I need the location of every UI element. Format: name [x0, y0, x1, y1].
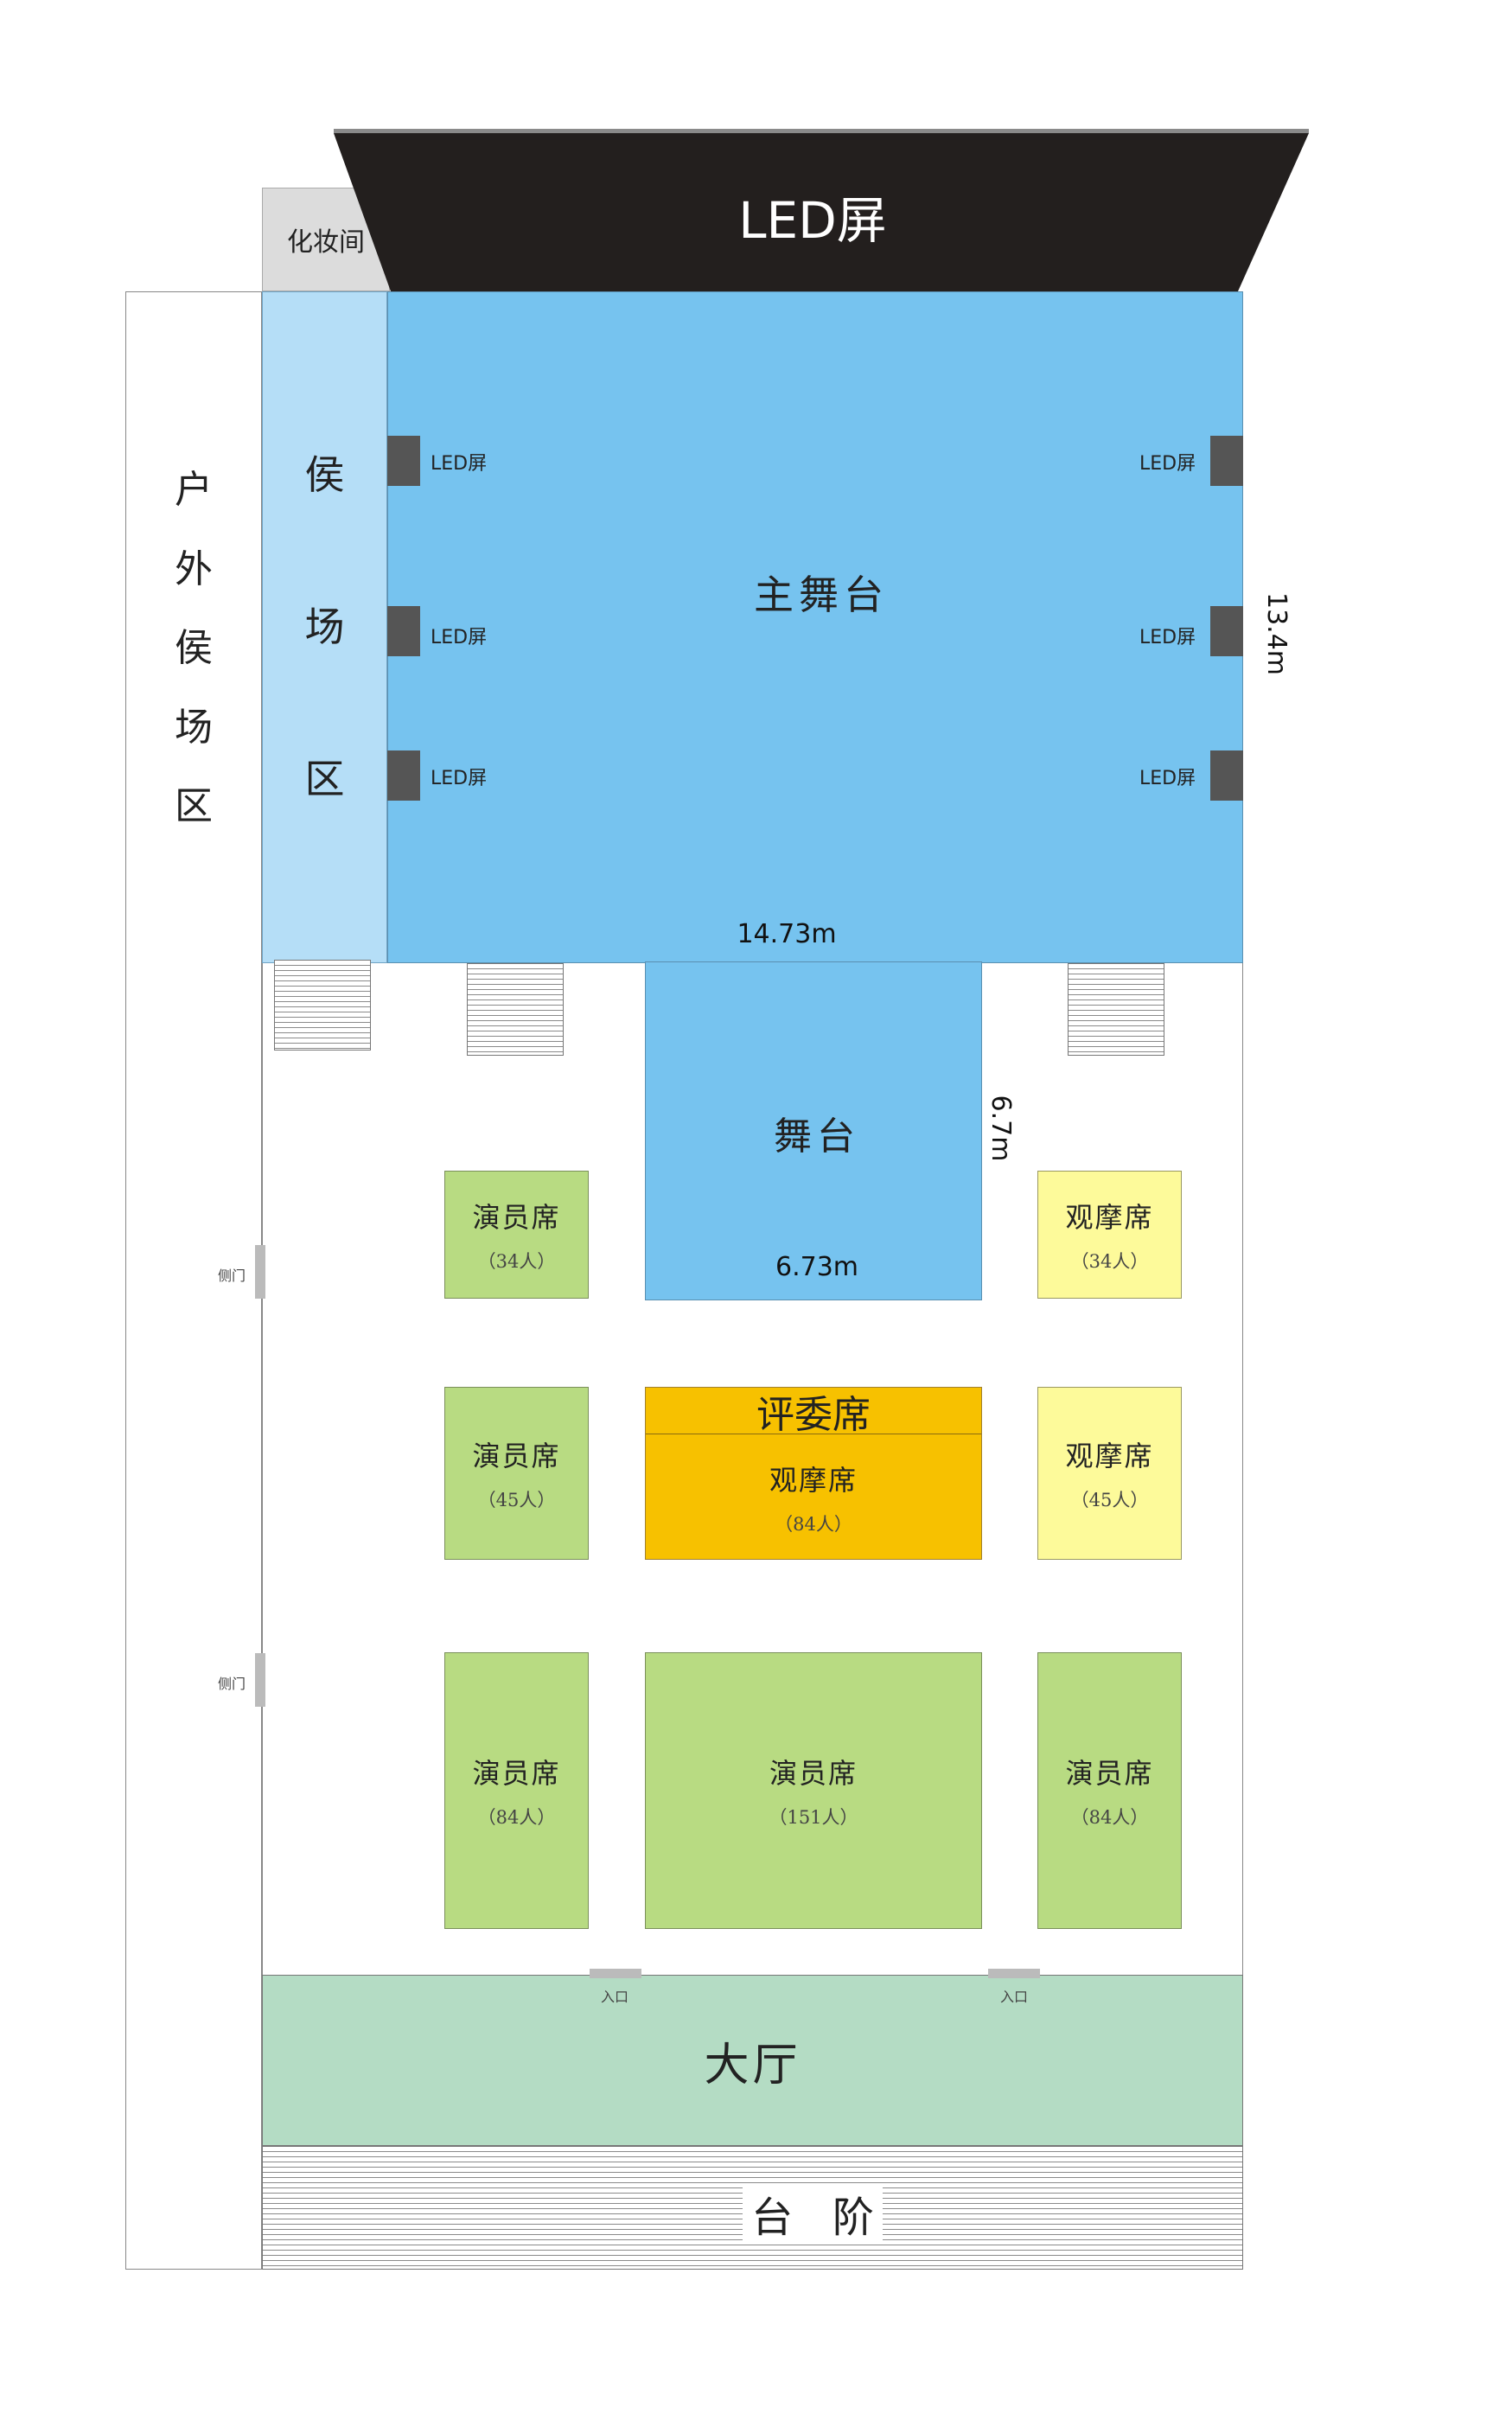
led-label-right-1: LED屏: [1139, 453, 1196, 475]
judges-title: 评委席: [646, 1388, 981, 1437]
stage: [645, 961, 982, 1300]
led-label-left-2: LED屏: [431, 627, 488, 648]
dressing-room-label: 化妆间: [287, 227, 365, 258]
stairs-left-2: [467, 963, 564, 1056]
led-label-right-2: LED屏: [1139, 627, 1196, 648]
entrance-1-label: 入口: [601, 1989, 629, 2005]
actor-seats-row3-right: 演员席 （84人）: [1037, 1652, 1182, 1929]
entrance-2-label: 入口: [1000, 1989, 1029, 2005]
led-label-left-1: LED屏: [431, 453, 488, 475]
main-stage-label: 主舞台: [754, 572, 889, 618]
waiting-area: 侯 场 区: [262, 291, 387, 963]
hall: 大厅: [262, 1975, 1243, 2146]
led-screen-left-3: [387, 750, 420, 801]
main-stage-depth: 13.4m: [1261, 591, 1292, 676]
led-screen-top-label: LED屏: [738, 191, 887, 250]
led-screen-top: [334, 129, 1309, 291]
led-label-left-3: LED屏: [431, 768, 488, 789]
side-door-2-label: 侧门: [218, 1676, 246, 1692]
stairs-left-1: [274, 960, 371, 1051]
stage-width: 6.73m: [775, 1251, 859, 1282]
led-screen-left-1: [387, 436, 420, 486]
judges-observer-block: 观摩席 （84人）: [769, 1464, 858, 1535]
entrance-1: [590, 1969, 641, 1978]
actor-seats-row2-left: 演员席 （45人）: [444, 1387, 589, 1560]
outdoor-waiting-label: 户 外 侯 场 区: [175, 468, 213, 828]
stage-label: 舞台: [774, 1114, 860, 1159]
actor-seats-row3-center: 演员席 （151人）: [645, 1652, 982, 1929]
outdoor-waiting-zone: [125, 291, 262, 2270]
entrance-2: [988, 1969, 1040, 1978]
hall-label: 大厅: [704, 2039, 801, 2091]
judges-seats: 评委席 观摩席 （84人）: [645, 1387, 982, 1560]
observer-seats-row1-right: 观摩席 （34人）: [1037, 1171, 1182, 1299]
led-screen-right-1: [1210, 436, 1243, 486]
side-door-1-label: 侧门: [218, 1268, 246, 1284]
side-door-1: [255, 1245, 265, 1299]
steps-label: 台 阶: [605, 2179, 1020, 2248]
actor-seats-row1-left: 演员席 （34人）: [444, 1171, 589, 1299]
led-label-right-3: LED屏: [1139, 768, 1196, 789]
main-stage-width: 14.73m: [737, 918, 837, 949]
side-door-2: [255, 1653, 265, 1707]
stairs-right: [1068, 963, 1164, 1056]
stage-depth: 6.7m: [986, 1095, 1017, 1162]
main-stage: [387, 291, 1243, 963]
observer-seats-row2-right: 观摩席 （45人）: [1037, 1387, 1182, 1560]
led-screen-left-2: [387, 606, 420, 656]
led-screen-right-3: [1210, 750, 1243, 801]
led-screen-right-2: [1210, 606, 1243, 656]
actor-seats-row3-left: 演员席 （84人）: [444, 1652, 589, 1929]
